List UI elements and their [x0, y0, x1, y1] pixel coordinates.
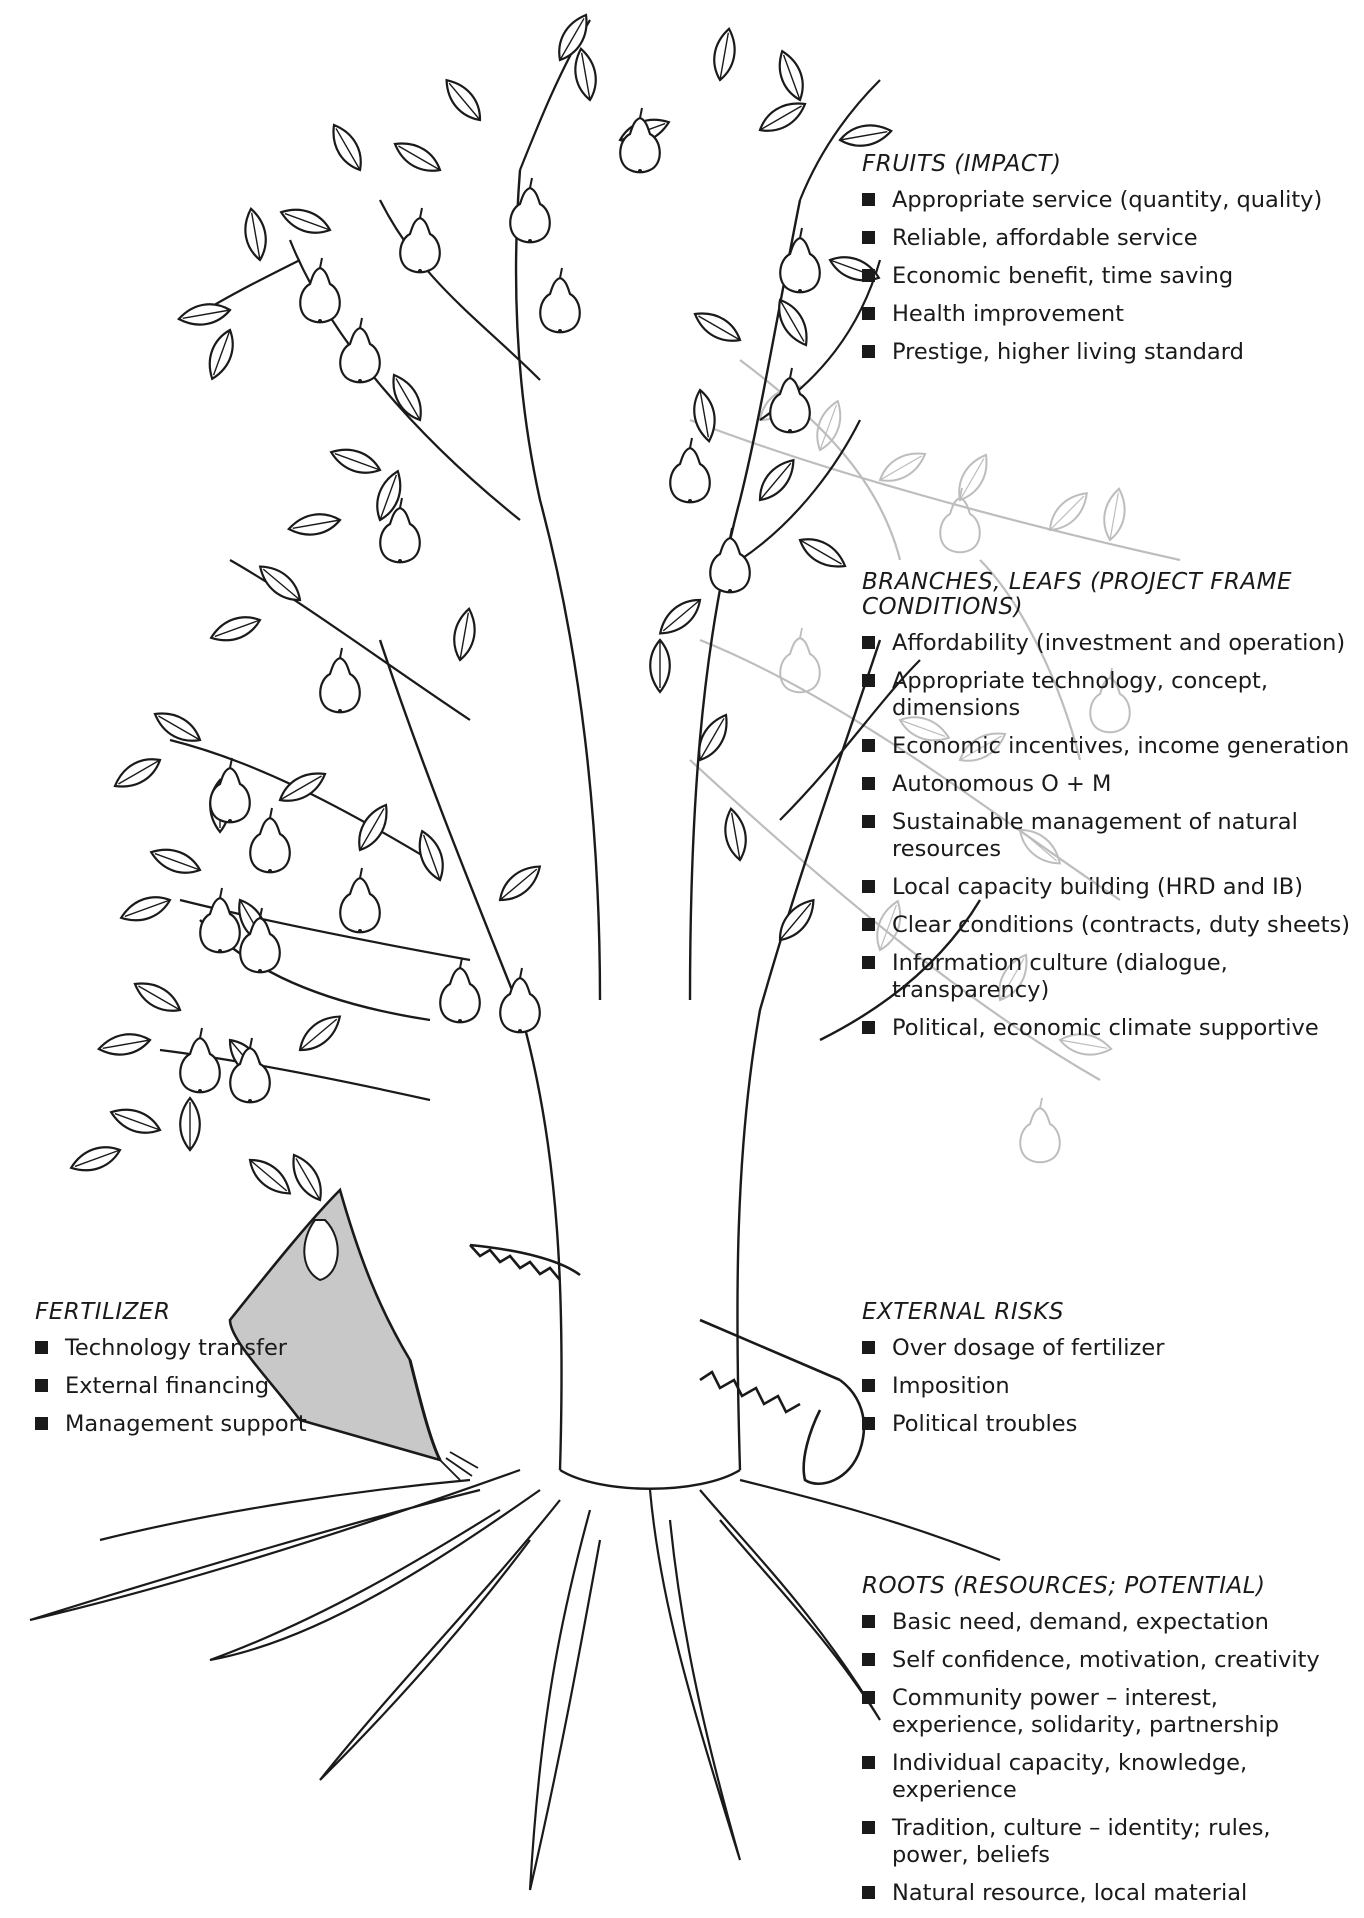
fertilizer-heading: FERTILIZER	[35, 1300, 335, 1325]
bullet-icon	[862, 1615, 875, 1628]
list-item: Tradition, culture – identity; rules, po…	[862, 1815, 1352, 1869]
list-item: Community power – interest, experience, …	[862, 1685, 1352, 1739]
list-item: External financing	[35, 1373, 335, 1400]
list-item: Basic need, demand, expectation	[862, 1609, 1352, 1636]
list-item: Sustainable management of natural resour…	[862, 809, 1352, 863]
bullet-icon	[862, 636, 875, 649]
bullet-icon	[862, 815, 875, 828]
bullet-icon	[862, 1886, 875, 1899]
bullet-icon	[862, 956, 875, 969]
bullet-icon	[862, 345, 875, 358]
list-item: Local capacity building (HRD and IB)	[862, 874, 1352, 901]
bullet-icon	[862, 1691, 875, 1704]
roots	[30, 1470, 1000, 1890]
leaves	[68, 10, 893, 1205]
roots-list: Basic need, demand, expectation Self con…	[862, 1609, 1352, 1907]
bullet-icon	[862, 880, 875, 893]
list-item: Appropriate service (quantity, quality)	[862, 187, 1352, 214]
list-item: Individual capacity, knowledge, experien…	[862, 1750, 1352, 1804]
bullet-icon	[862, 1379, 875, 1392]
fruits-panel: FRUITS (IMPACT) Appropriate service (qua…	[862, 152, 1352, 377]
roots-panel: ROOTS (RESOURCES; POTENTIAL) Basic need,…	[862, 1574, 1352, 1918]
list-item: Natural resource, local material	[862, 1880, 1352, 1907]
list-item: Imposition	[862, 1373, 1352, 1400]
bullet-icon	[862, 1653, 875, 1666]
fruits	[180, 108, 820, 1303]
list-item: Management support	[35, 1411, 335, 1438]
list-item: Prestige, higher living standard	[862, 339, 1352, 366]
saw-upper	[470, 1245, 580, 1280]
branches-list: Affordability (investment and operation)…	[862, 630, 1352, 1042]
list-item: Technology transfer	[35, 1335, 335, 1362]
bullet-icon	[35, 1341, 48, 1354]
list-item: Economic incentives, income generation	[862, 733, 1352, 760]
fruits-heading: FRUITS (IMPACT)	[862, 152, 1352, 177]
bullet-icon	[862, 918, 875, 931]
bullet-icon	[862, 269, 875, 282]
bullet-icon	[862, 1417, 875, 1430]
list-item: Affordability (investment and operation)	[862, 630, 1352, 657]
list-item: Autonomous O + M	[862, 771, 1352, 798]
bullet-icon	[35, 1379, 48, 1392]
list-item: Political, economic climate supportive	[862, 1015, 1352, 1042]
bullet-icon	[862, 1341, 875, 1354]
list-item: Information culture (dialogue, transpare…	[862, 950, 1352, 1004]
bullet-icon	[862, 1021, 875, 1034]
list-item: Over dosage of fertilizer	[862, 1335, 1352, 1362]
fertilizer-panel: FERTILIZER Technology transfer External …	[35, 1300, 335, 1449]
bullet-icon	[862, 193, 875, 206]
saw-lower	[700, 1320, 864, 1484]
bullet-icon	[862, 674, 875, 687]
list-item: Self confidence, motivation, creativity	[862, 1647, 1352, 1674]
bullet-icon	[862, 231, 875, 244]
fertilizer-list: Technology transfer External financing M…	[35, 1335, 335, 1438]
risks-list: Over dosage of fertilizer Imposition Pol…	[862, 1335, 1352, 1438]
branches-heading: BRANCHES, LEAFS (PROJECT FRAME CONDITION…	[862, 570, 1352, 620]
bullet-icon	[862, 777, 875, 790]
roots-heading: ROOTS (RESOURCES; POTENTIAL)	[862, 1574, 1352, 1599]
bullet-icon	[35, 1417, 48, 1430]
risks-heading: EXTERNAL RISKS	[862, 1300, 1352, 1325]
bullet-icon	[862, 307, 875, 320]
list-item: Clear conditions (contracts, duty sheets…	[862, 912, 1352, 939]
list-item: Political troubles	[862, 1411, 1352, 1438]
risks-panel: EXTERNAL RISKS Over dosage of fertilizer…	[862, 1300, 1352, 1449]
list-item: Appropriate technology, concept, dimensi…	[862, 668, 1352, 722]
bullet-icon	[862, 739, 875, 752]
list-item: Health improvement	[862, 301, 1352, 328]
list-item: Reliable, affordable service	[862, 225, 1352, 252]
bullet-icon	[862, 1756, 875, 1769]
branches-panel: BRANCHES, LEAFS (PROJECT FRAME CONDITION…	[862, 570, 1352, 1053]
fruits-list: Appropriate service (quantity, quality) …	[862, 187, 1352, 366]
bullet-icon	[862, 1821, 875, 1834]
list-item: Economic benefit, time saving	[862, 263, 1352, 290]
